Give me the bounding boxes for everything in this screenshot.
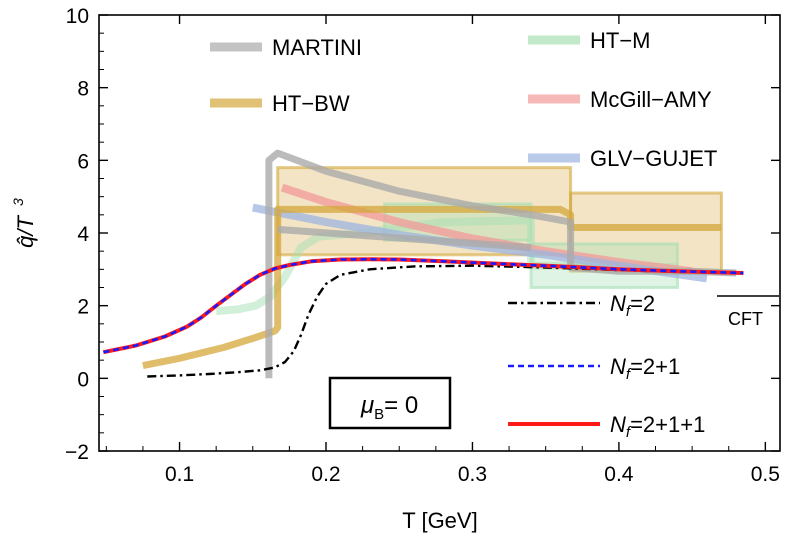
x-tick-label-2: 0.3 <box>458 463 487 486</box>
mu-b-label: μB= 0 <box>360 392 418 423</box>
x-tick-label-3: 0.4 <box>604 463 634 486</box>
x-tick-label-1: 0.2 <box>311 463 340 486</box>
cft-label: CFT <box>728 309 763 329</box>
legend-label-nf2: Nf=2 <box>610 291 655 320</box>
legend-label-nf21: Nf=2+1 <box>610 354 680 383</box>
legend-label-mcgill-amy: McGill−AMY <box>590 87 712 112</box>
legend-label-ht-bw: HT−BW <box>272 91 350 116</box>
x-tick-label-0: 0.1 <box>165 463 194 486</box>
legend-label-nf211: Nf=2+1+1 <box>610 412 705 441</box>
legend-models: MARTINI HT−BW HT−M McGill−AMY GLV−GUJET <box>210 28 717 171</box>
x-axis-label: T [GeV] <box>402 508 477 533</box>
x-tick-label-4: 0.5 <box>751 463 780 486</box>
y-tick-label-3: 4 <box>77 223 89 246</box>
axis-ticks: 0.1 0.2 0.3 0.4 0.5 −2 0 2 4 6 8 10 <box>65 5 780 486</box>
y-axis-label: q̂/T 3 <box>10 198 38 248</box>
y-axis-label-exponent: 3 <box>10 198 26 206</box>
y-axis-label-main: q̂/T <box>13 215 38 248</box>
y-tick-label-1: 0 <box>77 368 89 391</box>
series-martini-5 <box>277 225 532 251</box>
y-tick-label-5: 8 <box>77 78 89 101</box>
y-tick-label-0: −2 <box>65 441 89 464</box>
legend-label-martini: MARTINI <box>272 35 362 60</box>
legend-label-glv-gujet: GLV−GUJET <box>590 146 717 171</box>
y-tick-label-4: 6 <box>77 150 89 173</box>
legend-label-ht-m: HT−M <box>590 28 651 53</box>
series-nf2-6 <box>147 264 744 378</box>
series-lines <box>102 149 744 379</box>
y-tick-label-6: 10 <box>66 5 89 28</box>
mu-b-box <box>328 376 452 430</box>
y-tick-label-2: 2 <box>77 296 89 319</box>
legend-lattice: Nf=2 Nf=2+1 Nf=2+1+1 <box>508 291 705 441</box>
series-nf21-8 <box>103 257 744 354</box>
